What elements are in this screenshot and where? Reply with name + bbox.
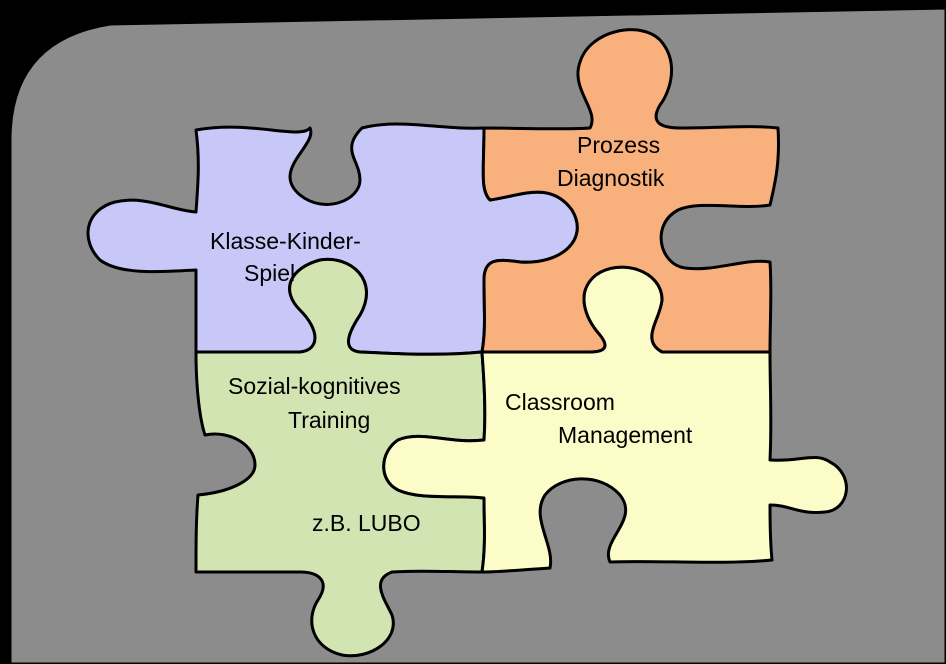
puzzle-piece-prozess-diagnostik (480, 28, 780, 354)
puzzle-piece-classroom-management (382, 265, 848, 574)
classroom-label-line2: Management (558, 422, 693, 448)
prozess-label-line2: Diagnostik (557, 165, 665, 191)
sozial-label-line3: z.B. LUBO (312, 510, 421, 536)
prozess-label-line1: Prozess (577, 132, 660, 158)
sozial-label-line2: Training (288, 407, 370, 433)
classroom-label-line1: Classroom (505, 389, 615, 415)
klasse-label-line1: Klasse-Kinder- (210, 228, 361, 254)
klasse-label-line2: Spiel (244, 260, 295, 286)
sozial-label-line1: Sozial-kognitives (228, 373, 401, 399)
